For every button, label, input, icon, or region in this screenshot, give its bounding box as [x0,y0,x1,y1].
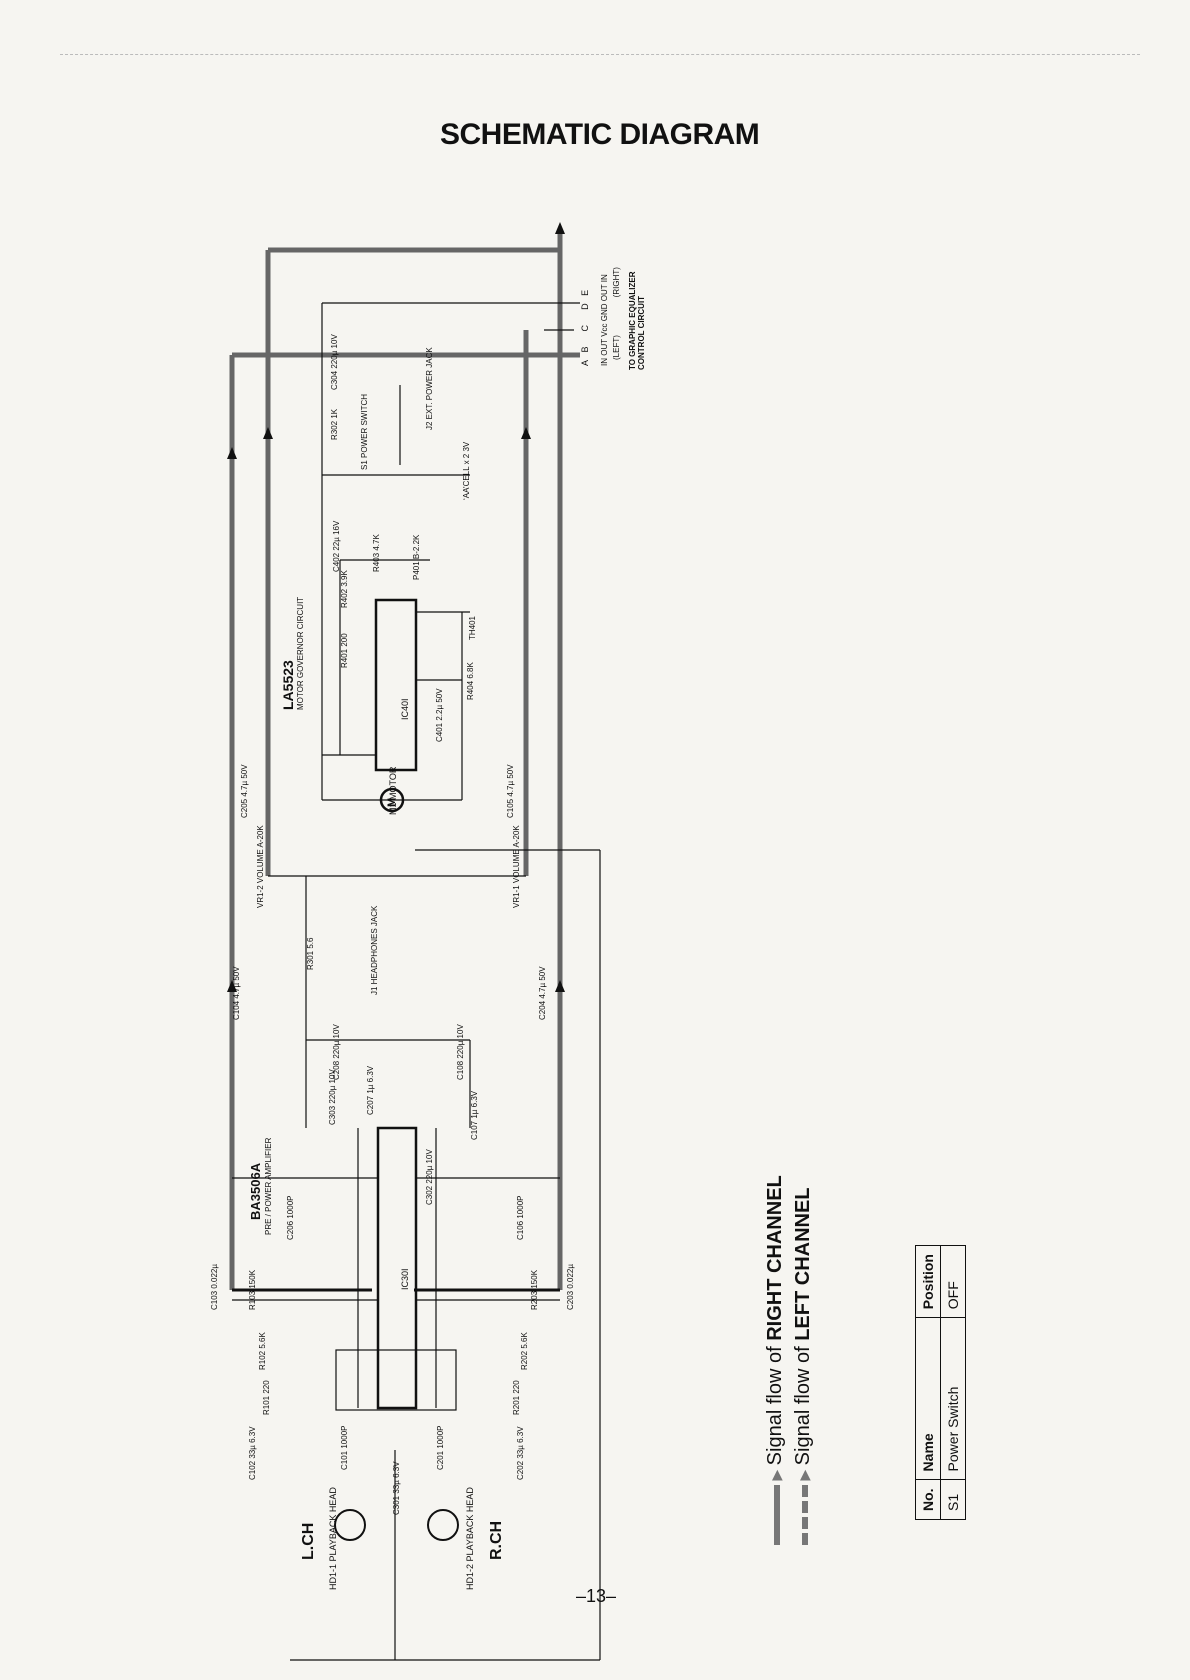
ic401-function: MOTOR GOVERNOR CIRCUIT [296,596,305,710]
c401-label: C401 2.2µ 50V [435,688,444,742]
playback-head-right [427,1509,459,1541]
c106-label: C106 1000P [516,1195,525,1241]
arrow-up-icon [555,980,565,992]
c205-label: C205 4.7µ 50V [240,764,249,818]
ic301-part: BA3506A [248,1162,263,1220]
c101-label: C101 1000P [340,1425,349,1471]
r403-label: R403 4.7K [372,534,381,572]
c103-label: C103 0.022µ [210,1264,219,1310]
table-header-no: No. [915,1479,941,1520]
arrow-up-icon [521,427,531,439]
ic401-part: LA5523 [280,660,296,710]
j1-label: J1 HEADPHONES JACK [370,905,379,995]
arrow-up-icon [227,447,237,459]
table-row: S1 Power Switch OFF [940,1245,966,1520]
c302-label: C302 220µ 10V [425,1149,434,1205]
c107-label: C107 1µ 6.3V [470,1090,479,1140]
page-title: SCHEMATIC DIAGRAM [440,118,760,151]
ic301-function: PRE / POWER AMPLIFIER [264,1137,273,1235]
c204-label: C204 4.7µ 50V [538,966,547,1020]
right-channel-label: R.CH [488,1520,505,1560]
motor-symbol [379,787,405,813]
r302-label: R302 1K [330,408,339,440]
table-cell-no: S1 [940,1479,966,1520]
legend-left-channel: ▶ Signal flow of LEFT CHANNEL [792,1187,815,1545]
c104-label: C104 4.7µ 50V [232,966,241,1020]
motor-symbol-letter: M [386,797,398,807]
r203-label: R203 150K [530,1269,539,1310]
switch-table: No. Name Position S1 Power Switch OFF [915,1245,966,1520]
r301-label: R301 5.6 [306,937,315,970]
arrow-up-icon [227,980,237,992]
c301-label: C301 33µ 6.3V [392,1461,401,1515]
table-header-position: Position [915,1245,941,1318]
r202-label: R202 5.6K [520,1332,529,1370]
table-header-name: Name [915,1317,941,1480]
s1-label: S1 POWER SWITCH [360,393,369,470]
c201-label: C201 1000P [436,1425,445,1471]
c402-label: C402 22µ 16V [332,520,341,572]
r101-label: R101 220 [262,1380,271,1415]
r102-label: R102 5.6K [258,1332,267,1370]
ic301-body [376,1126,418,1410]
r201-label: R201 220 [512,1380,521,1415]
r404-label: R404 6.8K [466,662,475,700]
r402-label: R402 3.9K [340,570,349,608]
c207-label: C207 1µ 6.3V [366,1065,375,1115]
ic401-ref: IC40I [400,698,410,720]
c303-label: C303 220µ 10V [328,1069,337,1125]
vr11-label: VR1-1 VOLUME A-20K [512,825,521,908]
p401-label: P401 B-2.2K [412,534,421,580]
ic301-ref: IC30I [400,1268,410,1290]
legend-right-channel: ▶ Signal flow of RIGHT CHANNEL [764,1175,787,1545]
hd1-label: HD1-1 PLAYBACK HEAD [328,1487,338,1590]
arrow-up-icon [263,427,273,439]
c206-label: C206 1000P [286,1195,295,1241]
playback-head-left [334,1509,366,1541]
scan-edge-line [60,54,1140,55]
j2-label: J2 EXT. POWER JACK [425,347,434,430]
r103-label: R103 150K [248,1269,257,1310]
table-cell-position: OFF [940,1245,966,1318]
ic301-input-loop [335,1349,457,1411]
c203-label: C203 0.022µ [566,1264,575,1310]
connector-signal-labels: IN OUT Vcc GND OUT IN [600,274,609,366]
hd2-label: HD1-2 PLAYBACK HEAD [465,1487,475,1590]
page-number: –13– [576,1586,617,1606]
vr12-label: VR1-2 VOLUME A-20K [256,825,265,908]
connector-caption: TO GRAPHIC EQUALIZER CONTROL CIRCUIT [628,271,646,370]
ic401-body [374,598,418,772]
c202-label: C202 33µ 6.3V [516,1426,525,1480]
c102-label: C102 33µ 6.3V [248,1426,257,1480]
motor-label: M1 MOTOR [388,766,398,815]
c105-label: C105 4.7µ 50V [506,764,515,818]
connector-pins: A B C D E [580,289,590,366]
battery-label: ‘AA’CELL x 2 3V [462,441,471,500]
left-channel-label: L.CH [300,1522,317,1560]
th401-label: TH401 [468,615,477,640]
connector-side-labels: (LEFT) (RIGHT) [612,267,621,360]
arrow-up-icon [555,222,565,234]
r401-label: R401 200 [340,633,349,668]
c304-label: C304 220µ 10V [330,334,339,390]
right-flow-arrow-icon [773,1485,780,1545]
left-flow-arrow-icon [801,1485,808,1545]
table-cell-name: Power Switch [940,1317,966,1480]
c108-label: C108 220µ 10V [456,1024,465,1080]
